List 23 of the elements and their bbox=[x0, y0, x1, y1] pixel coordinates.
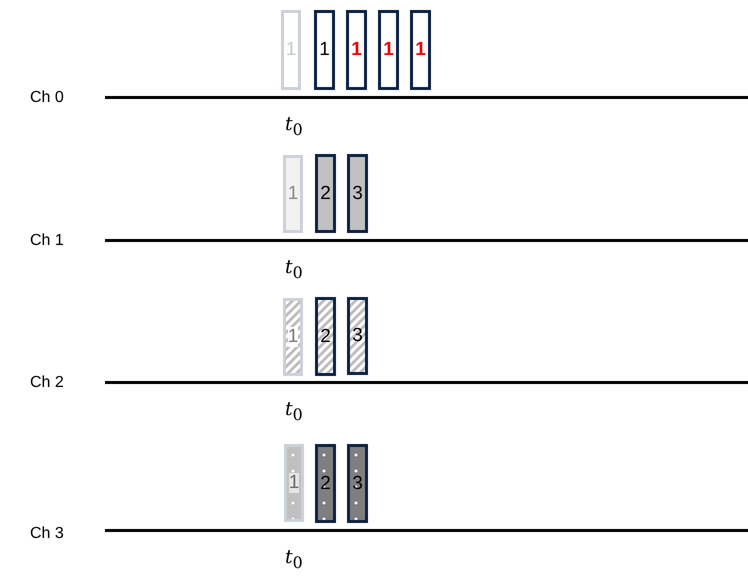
channel-label: Ch 2 bbox=[30, 374, 64, 392]
packet-box bbox=[284, 444, 304, 522]
packet-box bbox=[283, 298, 303, 376]
packet-box: 1 bbox=[283, 155, 303, 233]
packet-box: 2 bbox=[315, 444, 336, 523]
packet-box: 3 bbox=[347, 297, 368, 375]
packet-box: 3 bbox=[347, 444, 368, 523]
packet-box: 1 bbox=[410, 10, 431, 90]
packet-box: 2 bbox=[315, 297, 336, 376]
time-label: t$_{0}$ bbox=[285, 546, 303, 572]
time-label: t$_{0}$ bbox=[285, 256, 303, 282]
packet-box: 1 bbox=[346, 10, 367, 90]
packet-number: 1 bbox=[288, 326, 298, 348]
packet-box: 1 bbox=[314, 10, 335, 90]
channel-label: Ch 1 bbox=[30, 232, 64, 250]
channel-label: Ch 0 bbox=[30, 89, 64, 107]
packet-box: 3 bbox=[347, 154, 368, 233]
time-label: t$_{0}$ bbox=[285, 398, 303, 424]
packet-box: 2 bbox=[315, 154, 336, 233]
packet-number: 1 bbox=[288, 472, 300, 494]
channel-label: Ch 3 bbox=[30, 525, 64, 543]
time-label: t$_{0}$ bbox=[285, 113, 303, 139]
packet-box: 1 bbox=[378, 10, 399, 90]
